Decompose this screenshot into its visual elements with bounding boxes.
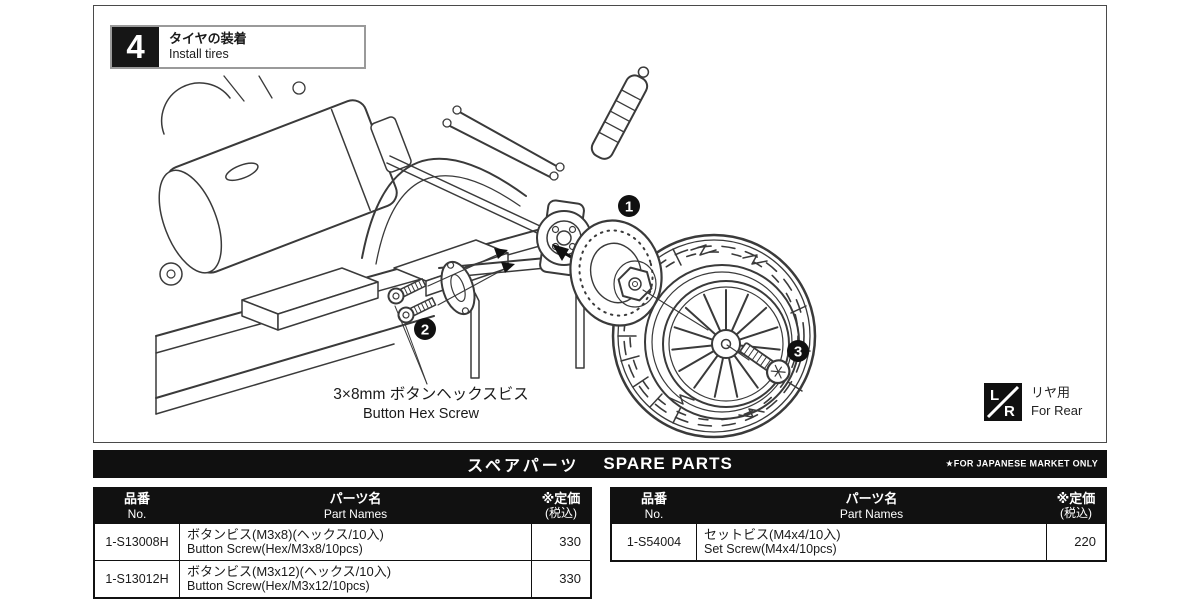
callout-2: 2: [414, 318, 436, 340]
part-price: 330: [559, 533, 581, 549]
svg-text:L: L: [990, 387, 999, 404]
lr-badge-icon: L R: [984, 383, 1022, 421]
step-number: 4: [112, 27, 159, 67]
header-price-jp: ※定価: [541, 490, 581, 506]
part-price: 220: [1074, 533, 1096, 549]
part-name-jp: ボタンビス(M3x8)(ヘックス/10入): [187, 526, 384, 542]
part-price: 330: [559, 570, 581, 586]
table-header: 品番 No. パーツ名 Part Names ※定価 (税込): [95, 489, 590, 523]
gear-cover: [361, 157, 527, 265]
header-name-en: Part Names: [323, 506, 388, 521]
svg-text:2: 2: [421, 322, 429, 339]
table-header: 品番 No. パーツ名 Part Names ※定価 (税込): [612, 489, 1105, 523]
part-no: 1-S13012H: [95, 561, 180, 597]
rear-label-en: For Rear: [1031, 403, 1083, 418]
step-title-jp: タイヤの装着: [169, 31, 247, 47]
hex-wheel-hub: [617, 266, 653, 302]
svg-text:1: 1: [625, 199, 633, 216]
parts-table-right: 品番 No. パーツ名 Part Names ※定価 (税込) 1-S54004…: [610, 487, 1107, 562]
part-no: 1-S54004: [612, 524, 697, 560]
callout-1: 1: [618, 195, 640, 217]
hub-leader-lines: [642, 289, 750, 361]
illustration-frame: 1 2 3 3×8mm ボタンヘックスビス Button Hex Screw 4…: [93, 5, 1107, 443]
rear-upright-hub: [536, 199, 592, 276]
part-name-jp: セットビス(M4x4/10入): [704, 526, 841, 542]
tire-wheel: [611, 233, 817, 439]
motor: [158, 99, 412, 274]
part-no: 1-S13008H: [95, 524, 180, 560]
motor-shaft: [159, 262, 183, 286]
exploded-view-illustration: 1 2 3 3×8mm ボタンヘックスビス Button Hex Screw: [155, 66, 817, 439]
header-no-jp: 品番: [123, 491, 150, 506]
svg-text:3: 3: [794, 344, 802, 361]
market-note: ★FOR JAPANESE MARKET ONLY: [945, 458, 1098, 469]
brake-disc: [569, 219, 663, 327]
driveshaft: [386, 155, 541, 234]
svg-text:R: R: [1004, 403, 1015, 420]
header-no-jp: 品番: [640, 491, 667, 506]
header-name-jp: パーツ名: [845, 491, 898, 506]
spare-parts-bar: スペアパーツ SPARE PARTS ★FOR JAPANESE MARKET …: [93, 450, 1107, 478]
shock-damper: [590, 66, 650, 160]
rear-label-jp: リヤ用: [1031, 385, 1071, 401]
part-name-en: Button Screw(Hex/M3x12/10pcs): [187, 579, 370, 594]
button-hex-screw-1: [387, 278, 427, 305]
header-no-en: No.: [127, 506, 147, 521]
button-hex-screw-2: [397, 297, 437, 324]
spare-parts-title-jp: スペアパーツ: [467, 458, 580, 475]
orientation-note: L R リヤ用 For Rear: [984, 383, 1082, 421]
header-name-jp: パーツ名: [329, 491, 382, 506]
screw-leader-arrows: [394, 248, 515, 385]
header-no-en: No.: [644, 506, 664, 521]
chassis-detail-topleft: [160, 75, 306, 135]
header-price-note: (税込): [545, 505, 577, 520]
callout-3: 3: [787, 340, 809, 362]
screw-note-en: Button Hex Screw: [363, 406, 480, 422]
step-title-en: Install tires: [169, 47, 229, 62]
spare-parts-title-en: SPARE PARTS: [603, 454, 733, 473]
screw-note-jp: 3×8mm ボタンヘックスビス: [333, 385, 528, 403]
part-name-jp: ボタンビス(M3x12)(ヘックス/10入): [187, 563, 392, 579]
header-price-jp: ※定価: [1056, 490, 1096, 506]
set-screw: [739, 342, 791, 385]
header-price-note: (税込): [1060, 505, 1092, 520]
caliper-mount: [440, 260, 476, 316]
body-posts: [470, 282, 585, 379]
table-row: 1-S54004 セットビス(M4x4/10入) Set Screw(M4x4/…: [612, 523, 1105, 560]
table-row: 1-S13008H ボタンビス(M3x8)(ヘックス/10入) Button S…: [95, 523, 590, 560]
step-header: 4 タイヤの装着 Install tires: [110, 25, 366, 69]
part-name-en: Set Screw(M4x4/10pcs): [704, 542, 837, 557]
header-name-en: Part Names: [839, 506, 904, 521]
upper-arm: [442, 105, 565, 181]
table-row: 1-S13012H ボタンビス(M3x12)(ヘックス/10入) Button …: [95, 560, 590, 597]
parts-table-left: 品番 No. パーツ名 Part Names ※定価 (税込) 1-S13008…: [93, 487, 592, 599]
part-name-en: Button Screw(Hex/M3x8/10pcs): [187, 542, 363, 557]
